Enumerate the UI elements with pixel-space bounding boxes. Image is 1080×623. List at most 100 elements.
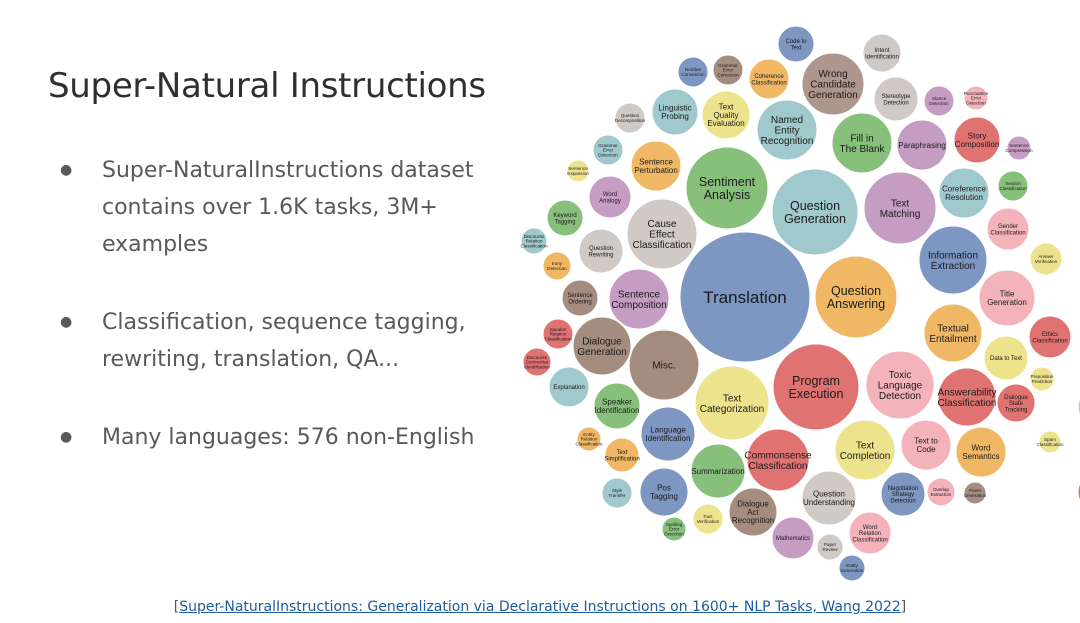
bubble-number-conversion <box>676 55 710 89</box>
bubble-paraphrasing <box>895 118 949 172</box>
bubble-pos-tagging <box>638 466 690 518</box>
bubble-textual-entailment <box>922 302 984 364</box>
bubble-discourse-relation-classification <box>519 226 549 256</box>
citation-link[interactable]: Super-NaturalInstructions: Generalizatio… <box>179 599 901 615</box>
bubble-story-composition <box>952 115 1002 165</box>
bubble-explanation <box>547 365 591 409</box>
bubble-translation <box>678 230 812 364</box>
bubble-cause-effect-classification <box>625 197 699 271</box>
bubble-intent-identification <box>861 32 903 74</box>
bubble-commonsense-classification <box>745 427 811 493</box>
bubble-paper-review <box>815 532 845 562</box>
bubble-question-answering <box>813 254 899 340</box>
bubble-negotiation-strategy-detection <box>879 470 927 518</box>
bubble-keyword-tagging <box>545 198 585 238</box>
bubble-named-entity-recognition <box>755 98 819 162</box>
bubble-speaker-relation-classification <box>541 317 575 351</box>
citation-bracket-close: ] <box>900 599 907 615</box>
bubble-sentiment-analysis <box>684 145 770 231</box>
citation: [Super-NaturalInstructions: Generalizati… <box>0 599 1080 615</box>
bubble-word-semantics <box>954 425 1008 479</box>
bubble-sentence-compression <box>1005 134 1033 162</box>
bubble-entity-generation <box>837 553 867 583</box>
bubble-dialogue-state-tracking <box>995 382 1037 424</box>
bubble-question-decomposition <box>613 101 647 135</box>
bubble-grammar-error-detection <box>591 133 625 167</box>
bullet-list: Super-NaturalInstructions dataset contai… <box>60 152 520 456</box>
bullet-item-task-types: Classification, sequence tagging, rewrit… <box>60 304 520 378</box>
bubble-label-summarization: Summarization <box>691 467 744 476</box>
bubble-program-execution <box>771 342 861 432</box>
bubble-dialogue-generation <box>571 315 633 377</box>
bullet-item-languages: Many languages: 576 non-English <box>60 419 520 456</box>
bubble-information-extraction <box>917 224 989 296</box>
bubble-sentence-composition <box>607 267 671 331</box>
bubble-speaker-identification <box>592 381 642 431</box>
bubble-data-to-text <box>982 334 1030 382</box>
bubble-question-rewriting <box>577 227 625 275</box>
bubble-punctuation-error-detection <box>962 84 990 112</box>
bubble-label-explanation: Explanation <box>553 385 584 391</box>
bubble-language-identification <box>639 405 697 463</box>
bubble-stance-detection <box>922 84 956 118</box>
bubble-spelling-error-detection <box>660 515 688 543</box>
bubble-irony-detection <box>541 250 573 282</box>
bubble-wrong-candidate-generation <box>800 51 866 117</box>
bubble-label-translation: Translation <box>703 288 786 307</box>
bubble-unlabeled <box>1076 480 1080 504</box>
bubble-preposition-prediction <box>1028 365 1056 393</box>
bubble-text-categorization <box>693 364 771 442</box>
bubble-label-paraphrasing: Paraphrasing <box>898 141 946 150</box>
bubble-sentence-ordering <box>560 278 600 318</box>
bubble-entity-relation-classification <box>575 425 603 453</box>
bubble-overlap-extraction <box>925 476 957 508</box>
bubble-spam-classification <box>1037 429 1063 455</box>
bubble-label-misc: Misc. <box>652 361 675 372</box>
bubble-question-understanding <box>800 469 858 527</box>
bubble-text-to-code <box>899 418 953 472</box>
bubble-toxic-language-detection <box>864 349 936 421</box>
bubble-question-generation <box>770 167 860 257</box>
